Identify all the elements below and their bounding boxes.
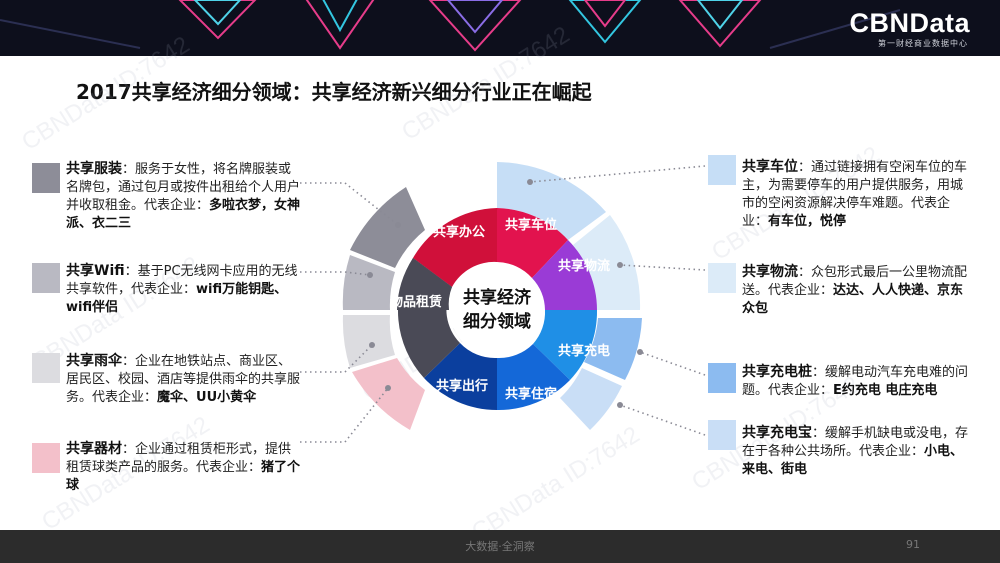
segment-lodging	[497, 344, 570, 411]
item-powerbank: 共享充电宝：缓解手机缺电或没电，存在于各种公共场所。代表企业：小电、来电、街电	[742, 424, 974, 479]
footer-bar	[0, 530, 1000, 563]
brand-logo: CBNData	[849, 8, 970, 38]
swatch-wifi	[32, 263, 60, 293]
outer-ring-wifi	[342, 255, 395, 310]
segment-parking	[497, 208, 568, 278]
label-rental: 物品租赁	[390, 294, 442, 310]
swatch-parking	[708, 155, 736, 185]
connector-dots	[367, 179, 643, 408]
item-wifi-rep: wifi万能钥匙、wifi伴侣	[66, 282, 288, 315]
item-parking-name: 共享车位	[742, 159, 798, 175]
swatch-clothing	[32, 163, 60, 193]
neon-decoration	[0, 0, 901, 52]
label-office: 共享办公	[433, 224, 485, 240]
top-banner: CBNData 第一财经商业数据中心	[0, 0, 1000, 56]
segment-rental-extend	[397, 258, 452, 310]
item-clothing-name: 共享服装	[66, 161, 122, 177]
item-umbrella-rep: 魔伞、UU小黄伞	[157, 390, 257, 405]
outer-ring-charging-pile	[584, 318, 642, 380]
page-title: 2017共享经济细分领域：共享经济新兴细分行业正在崛起	[76, 80, 592, 104]
outer-ring-parking	[497, 162, 606, 240]
outer-ring-clothing	[350, 187, 425, 268]
item-powerbank-rep: 小电、来电、街电	[742, 444, 964, 477]
segment-office	[413, 208, 497, 287]
outer-ring-umbrella	[342, 315, 395, 368]
label-lodging: 共享住宿	[505, 386, 557, 402]
item-umbrella: 共享雨伞：企业在地铁站点、商业区、居民区、校园、酒店等提供雨伞的共享服务。代表企…	[66, 352, 302, 407]
item-logistics: 共享物流：众包形式最后一公里物流配送。代表企业：达达、人人快递、京东众包	[742, 263, 974, 318]
segment-charging	[533, 310, 598, 380]
item-parking: 共享车位：通过链接拥有空闲车位的车主，为需要停车的用户提供服务，用城市的空闲资源…	[742, 158, 974, 231]
item-umbrella-name: 共享雨伞	[66, 353, 122, 369]
segment-travel	[424, 343, 497, 410]
center-circle	[450, 263, 544, 357]
swatch-powerbank	[708, 420, 736, 450]
item-equipment-rep: 猪了个球	[66, 460, 301, 493]
item-parking-text: ：通过链接拥有空闲车位的车主，为需要停车的用户提供服务，用城市的空闲资源解决停车…	[742, 160, 968, 229]
label-logistics: 共享物流	[558, 258, 610, 274]
connector-lines	[300, 165, 706, 443]
item-parking-rep: 有车位，悦停	[768, 214, 847, 229]
item-equipment-text: ：企业通过租赁柜形式，提供租赁球类产品的服务。代表企业：	[66, 442, 292, 475]
item-powerbank-name: 共享充电宝	[742, 425, 812, 441]
swatch-logistics	[708, 263, 736, 293]
page-number: 91	[906, 538, 920, 551]
label-parking: 共享车位	[505, 217, 557, 233]
item-logistics-name: 共享物流	[742, 264, 798, 280]
outer-ring-equipment	[352, 358, 425, 430]
item-wifi-name: 共享Wifi	[66, 263, 125, 279]
segment-logistics	[532, 240, 597, 310]
item-clothing: 共享服装：服务于女性，将名牌服装或名牌包，通过包月或按件出租给个人用户并收取租金…	[66, 160, 302, 233]
label-travel: 共享出行	[436, 378, 488, 394]
swatch-charging-pile	[708, 363, 736, 393]
item-wifi-text: ：基于PC无线网卡应用的无线共享软件，代表企业：	[66, 264, 298, 297]
brand-tagline: 第一财经商业数据中心	[878, 39, 968, 48]
item-equipment: 共享器材：企业通过租赁柜形式，提供租赁球类产品的服务。代表企业：猪了个球	[66, 440, 302, 495]
footer-slogan: 大数据·全洞察	[465, 540, 535, 553]
item-clothing-rep: 多啦衣梦，女神派、衣二三	[66, 198, 301, 231]
item-clothing-text: ：服务于女性，将名牌服装或名牌包，通过包月或按件出租给个人用户并收取租金。代表企…	[66, 162, 301, 213]
item-wifi: 共享Wifi：基于PC无线网卡应用的无线共享软件，代表企业：wifi万能钥匙、w…	[66, 262, 302, 317]
item-equipment-name: 共享器材	[66, 441, 122, 457]
item-powerbank-text: ：缓解手机缺电或没电，存在于各种公共场所。代表企业：	[742, 426, 969, 459]
item-charging-pile-name: 共享充电桩	[742, 364, 812, 380]
item-charging-pile-rep: E约充电 电庄充电	[833, 383, 938, 398]
item-charging-pile-text: ：缓解电动汽车充电难的问题。代表企业：	[742, 365, 969, 398]
outer-ring-logistics	[573, 215, 641, 310]
outer-ring-powerbank	[560, 368, 622, 430]
item-umbrella-text: ：企业在地铁站点、商业区、居民区、校园、酒店等提供雨伞的共享服务。代表企业：	[66, 354, 301, 405]
label-charging: 共享充电	[558, 343, 610, 359]
swatch-equipment	[32, 443, 60, 473]
item-charging-pile: 共享充电桩：缓解电动汽车充电难的问题。代表企业：E约充电 电庄充电	[742, 363, 974, 400]
item-logistics-rep: 达达、人人快递、京东众包	[742, 283, 964, 316]
swatch-umbrella	[32, 353, 60, 383]
center-label-line2: 细分领域	[463, 311, 531, 332]
item-logistics-text: ：众包形式最后一公里物流配送。代表企业：	[742, 265, 968, 298]
center-label-line1: 共享经济	[463, 287, 532, 308]
